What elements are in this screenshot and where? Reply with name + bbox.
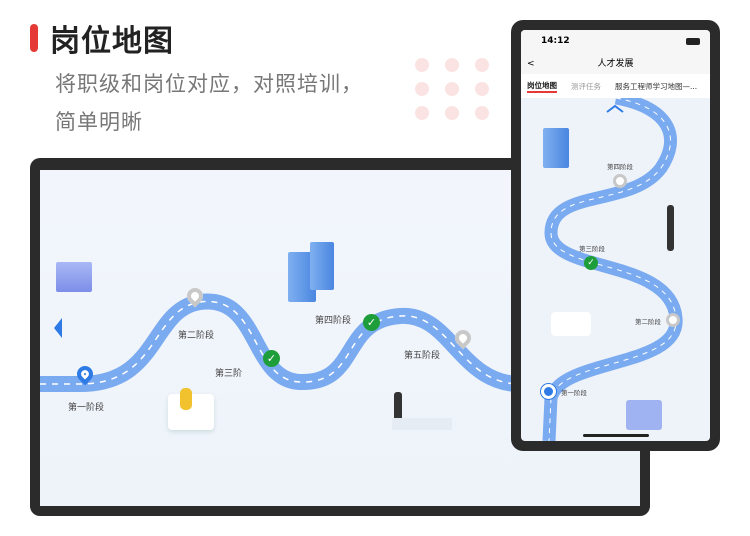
road-path xyxy=(40,293,521,392)
scroll-up-chevron-icon xyxy=(606,104,624,113)
people-icon xyxy=(551,312,591,336)
stage-label: 第五阶段 xyxy=(404,351,441,361)
tower-icon xyxy=(56,262,92,292)
current-stage-icon[interactable] xyxy=(541,384,556,399)
locked-stage-icon[interactable] xyxy=(613,174,627,188)
stage-label: 第三阶段 xyxy=(579,245,605,253)
completed-check-icon[interactable]: ✓ xyxy=(584,256,598,270)
stage-label: 第三阶 xyxy=(215,369,243,379)
tower-icon xyxy=(626,400,662,430)
page-title: 岗位地图 xyxy=(50,24,174,59)
home-indicator xyxy=(583,434,649,437)
status-time: 14:12 xyxy=(541,36,570,46)
people-icon xyxy=(168,388,214,430)
decorative-dots xyxy=(415,58,505,130)
server-building-icon xyxy=(310,242,334,290)
stage-label: 第四阶段 xyxy=(607,163,633,171)
completed-check-icon[interactable]: ✓ xyxy=(263,350,280,367)
learning-map-dropdown[interactable]: 服务工程师学习地图—... xyxy=(615,81,698,91)
stage-label: 第二阶段 xyxy=(178,331,215,341)
stage-label: 第四阶段 xyxy=(315,316,352,326)
phone-road-path xyxy=(542,98,683,441)
phone-screen: 14:12 < 人才发展 岗位地图 测评任务 服务工程师学习地图—... ✓ 第四… xyxy=(521,30,710,441)
tab-assessment[interactable]: 测评任务 xyxy=(571,81,601,91)
stage-label: 第一阶段 xyxy=(561,389,587,397)
tab-bar: 岗位地图 测评任务 服务工程师学习地图—... xyxy=(521,74,710,98)
status-bar: 14:12 xyxy=(521,30,710,54)
locked-stage-icon[interactable] xyxy=(666,313,680,327)
tab-position-map[interactable]: 岗位地图 xyxy=(527,80,557,93)
stage-label: 第二阶段 xyxy=(635,318,661,326)
title-accent-bar xyxy=(30,24,38,52)
stage-label: 第一阶段 xyxy=(68,403,105,413)
nav-title: 人才发展 xyxy=(597,59,634,69)
phone-mockup: 14:12 < 人才发展 岗位地图 测评任务 服务工程师学习地图—... ✓ 第四… xyxy=(511,20,720,451)
subtitle-line-2: 简单明晰 xyxy=(55,110,143,134)
server-building-icon xyxy=(543,128,569,168)
battery-icon xyxy=(686,38,700,45)
person-icon xyxy=(667,205,674,251)
prev-arrow-icon xyxy=(54,318,62,338)
back-button[interactable]: < xyxy=(527,59,535,69)
person-icon xyxy=(392,392,452,432)
completed-check-icon[interactable]: ✓ xyxy=(363,314,380,331)
subtitle-line-1: 将职级和岗位对应，对照培训， xyxy=(55,72,363,96)
nav-bar: < 人才发展 xyxy=(521,54,710,74)
